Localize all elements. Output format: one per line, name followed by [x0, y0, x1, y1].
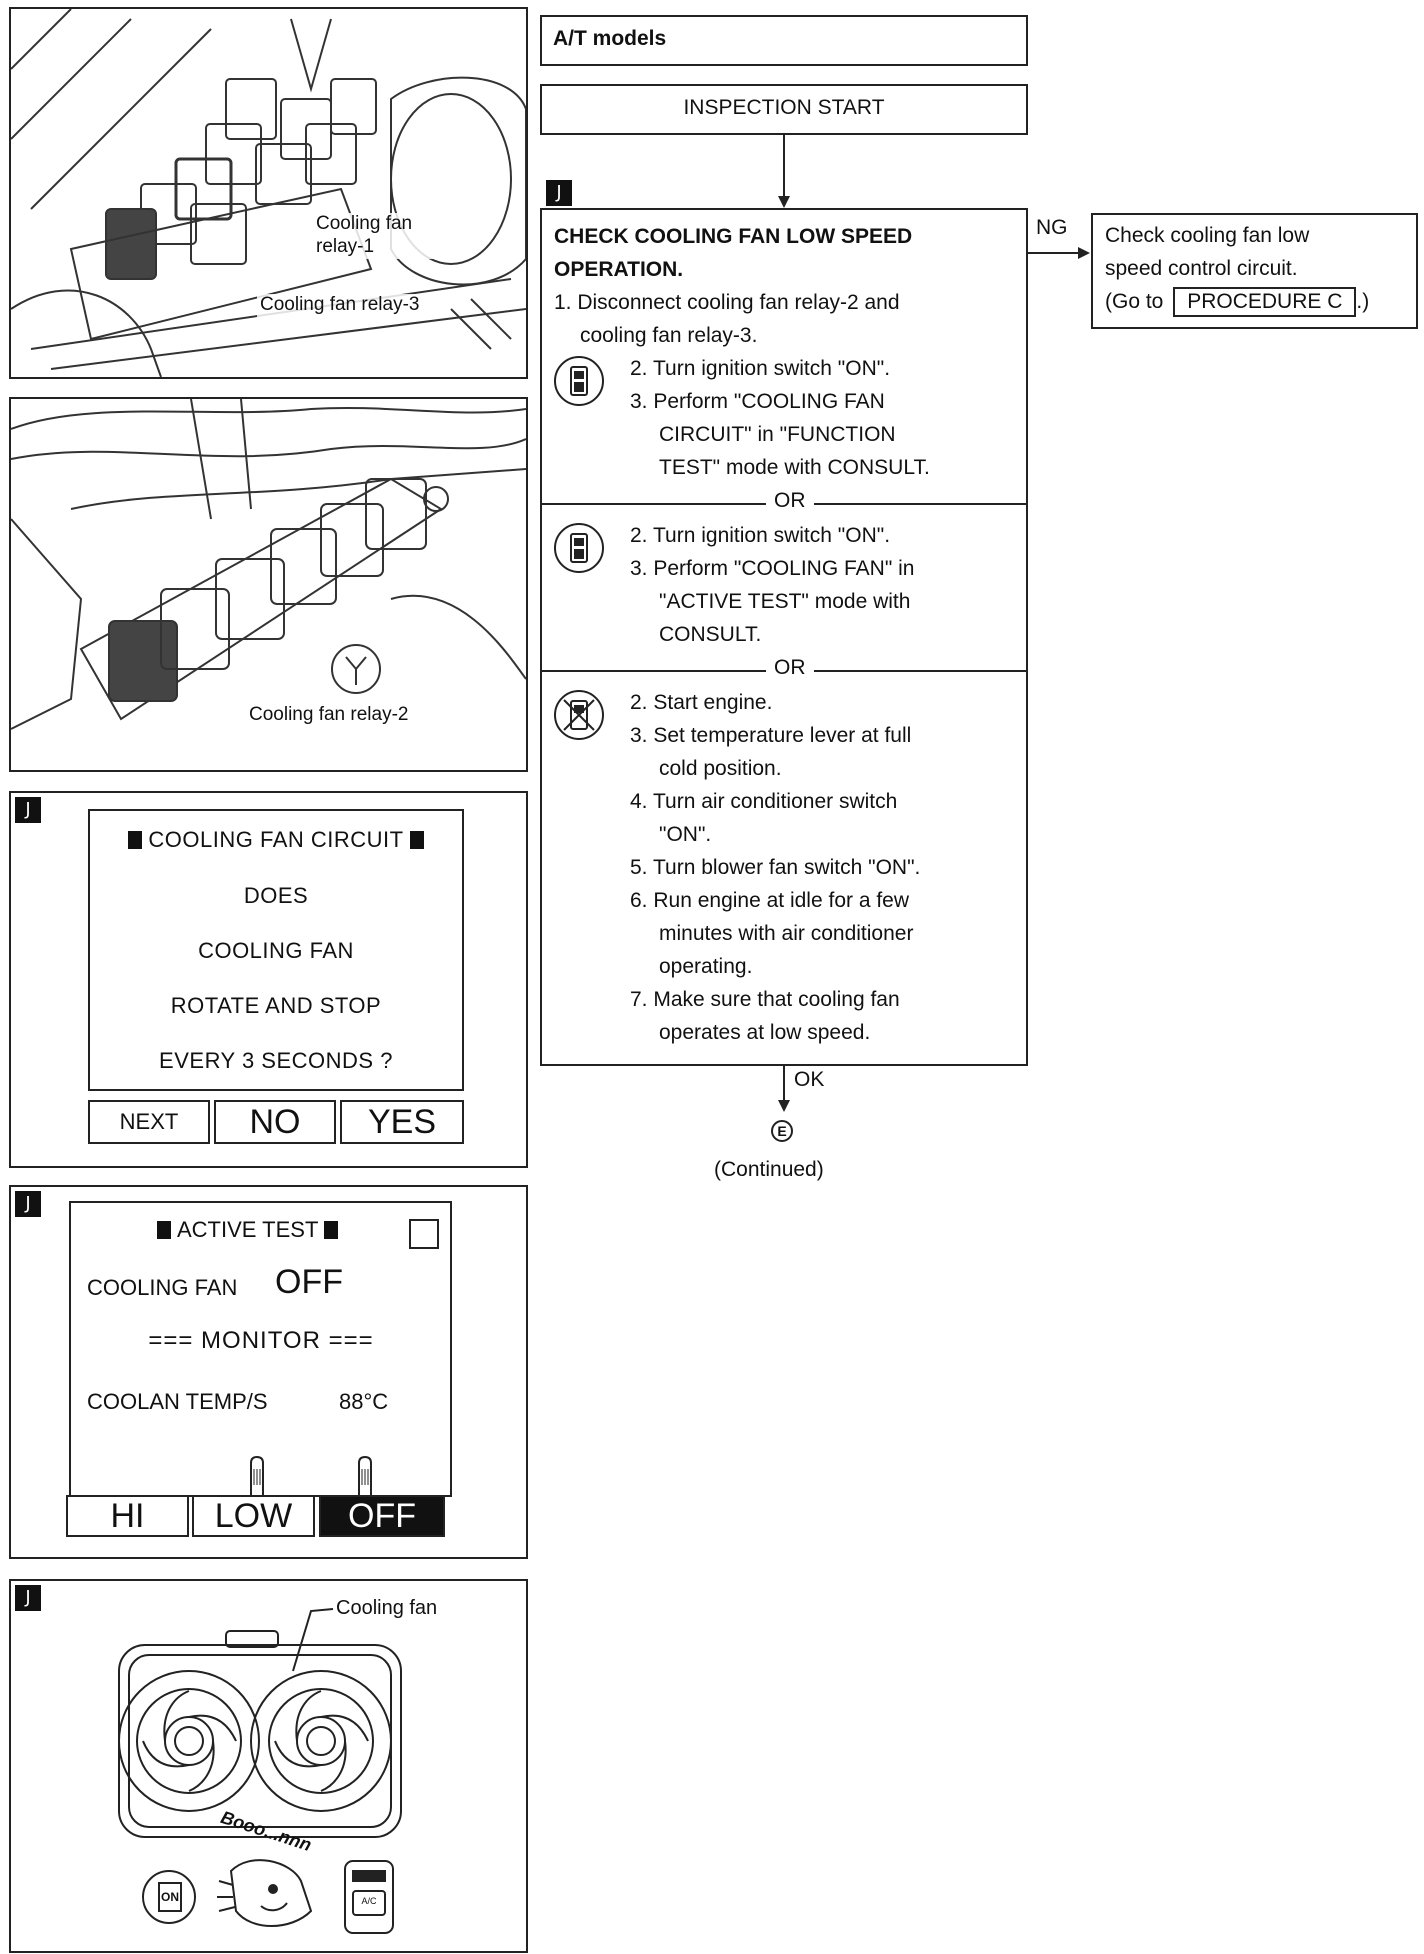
title-marker-left: [157, 1221, 171, 1239]
no-consult-icon: [554, 690, 604, 740]
group3-step-4: 4. Turn air conditioner switch: [630, 790, 898, 813]
active-test-panel: J ACTIVE TEST COOLING FAN OFF === MONITO…: [9, 1185, 528, 1559]
procedure-c-link[interactable]: PROCEDURE C: [1173, 287, 1357, 317]
step-1-line-1: 1. Disconnect cooling fan relay-2 and: [554, 291, 900, 314]
ac-switch-icon: A/C: [361, 1896, 377, 1906]
cooling-fan-label: COOLING FAN: [87, 1275, 238, 1300]
inspection-start-box: INSPECTION START: [540, 84, 1028, 135]
group3-step-4-cont: "ON".: [659, 823, 712, 846]
group2-step-3-cont-2: CONSULT.: [659, 623, 762, 646]
flow-arrowhead-start: [778, 196, 790, 208]
connector-e: E: [771, 1120, 793, 1142]
engine-bay-illustration-1: [11, 9, 526, 377]
group3-step-7: 7. Make sure that cooling fan: [630, 988, 900, 1011]
inspection-start-text: INSPECTION START: [683, 96, 885, 119]
finger-pointer-icon: [358, 1455, 372, 1495]
group3-step-6-cont-1: minutes with air conditioner: [659, 922, 914, 945]
consult-badge: J: [15, 1585, 41, 1611]
consult-icon: [554, 523, 604, 573]
engine-bay-illustration-2: [11, 399, 526, 730]
consult-badge: J: [15, 797, 41, 823]
group1-step-3-cont-1: CIRCUIT" in "FUNCTION: [659, 423, 896, 446]
ng-arrowhead: [1078, 247, 1090, 259]
coolant-temp-label: COOLAN TEMP/S: [87, 1389, 268, 1414]
relay-photo-1: Cooling fan relay-1 Cooling fan relay-3: [9, 7, 528, 379]
check-box: CHECK COOLING FAN LOW SPEED OPERATION. 1…: [540, 208, 1028, 1066]
group3-step-5: 5. Turn blower fan switch "ON".: [630, 856, 921, 879]
cooling-fan-illustration: [118, 1608, 402, 1934]
active-test-checkbox[interactable]: [409, 1219, 439, 1249]
function-test-line-2: COOLING FAN: [198, 938, 354, 963]
consult-icon: [554, 356, 604, 406]
group3-step-7-cont: operates at low speed.: [659, 1021, 871, 1044]
group3-step-6: 6. Run engine at idle for a few: [630, 889, 910, 912]
ignition-key-icon: ON: [161, 1890, 179, 1904]
consult-badge: J: [546, 180, 572, 206]
group3-step-2: 2. Start engine.: [630, 691, 773, 714]
function-test-line-1: DOES: [243, 883, 309, 908]
cooling-fan-value: OFF: [275, 1263, 343, 1301]
function-test-screen: COOLING FAN CIRCUIT DOES COOLING FAN ROT…: [88, 809, 464, 1091]
title-marker-right: [409, 831, 424, 849]
function-test-line-3: ROTATE AND STOP: [170, 993, 382, 1018]
models-header: A/T models: [540, 15, 1028, 66]
or-text-2: OR: [766, 656, 814, 680]
no-button[interactable]: NO: [214, 1100, 336, 1144]
ng-box-line-2: speed control circuit.: [1105, 257, 1298, 280]
group3-step-6-cont-2: operating.: [659, 955, 753, 978]
consult-badge: J: [15, 1191, 41, 1217]
models-header-text: A/T models: [553, 27, 667, 50]
check-title: CHECK COOLING FAN LOW SPEED OPERATION.: [554, 225, 913, 281]
group2-step-3: 3. Perform "COOLING FAN" in: [630, 557, 915, 580]
ok-arrow-line: [783, 1066, 785, 1102]
coolant-temp-value: 88°C: [339, 1389, 389, 1414]
off-button[interactable]: OFF: [319, 1495, 445, 1537]
group3-step-3: 3. Set temperature lever at full: [630, 724, 912, 747]
group2-step-3-cont-1: "ACTIVE TEST" mode with: [659, 590, 911, 613]
ng-box: Check cooling fan low speed control circ…: [1091, 213, 1418, 329]
ok-label: OK: [794, 1068, 825, 1091]
or-text-1: OR: [766, 489, 814, 513]
function-test-title: COOLING FAN CIRCUIT: [90, 827, 462, 853]
monitor-divider: === MONITOR ===: [148, 1327, 374, 1354]
next-button[interactable]: NEXT: [88, 1100, 210, 1144]
group1-step-3-cont-2: TEST" mode with CONSULT.: [659, 456, 930, 479]
group1-step-2: 2. Turn ignition switch "ON".: [630, 357, 891, 380]
function-test-line-4: EVERY 3 SECONDS ?: [159, 1048, 393, 1073]
step-1-line-2: cooling fan relay-3.: [580, 324, 758, 347]
active-test-title: ACTIVE TEST: [151, 1217, 344, 1243]
active-test-screen: ACTIVE TEST COOLING FAN OFF === MONITOR …: [69, 1201, 452, 1497]
label-cooling-fan-relay-3: Cooling fan relay-3: [257, 294, 423, 317]
flow-arrow-start: [783, 135, 785, 197]
label-cooling-fan-relay-1: Cooling fan relay-1: [313, 213, 439, 259]
group1-step-3: 3. Perform "COOLING FAN: [630, 390, 885, 413]
ng-label: NG: [1036, 216, 1068, 239]
ok-arrowhead: [778, 1100, 790, 1112]
cooling-fan-panel: J Cooling fan Booo.: [9, 1579, 528, 1953]
group3-step-3-cont: cold position.: [659, 757, 782, 780]
low-button[interactable]: LOW: [192, 1495, 315, 1537]
hi-button[interactable]: HI: [66, 1495, 189, 1537]
ng-box-line-1: Check cooling fan low: [1105, 224, 1310, 247]
yes-button[interactable]: YES: [340, 1100, 464, 1144]
relay-photo-2: Cooling fan relay-2: [9, 397, 528, 772]
continued-text: (Continued): [714, 1158, 824, 1181]
title-marker-right: [324, 1221, 339, 1239]
finger-pointer-icon: [250, 1455, 264, 1495]
label-cooling-fan-relay-2: Cooling fan relay-2: [246, 704, 412, 727]
ng-arrow-line: [1028, 252, 1079, 254]
title-marker-left: [128, 831, 143, 849]
function-test-panel: J COOLING FAN CIRCUIT DOES COOLING FAN R…: [9, 791, 528, 1168]
cooling-fan-callout: Cooling fan: [336, 1597, 438, 1619]
group2-step-2: 2. Turn ignition switch "ON".: [630, 524, 891, 547]
ng-box-goto: (Go to PROCEDURE C.): [1105, 285, 1369, 318]
